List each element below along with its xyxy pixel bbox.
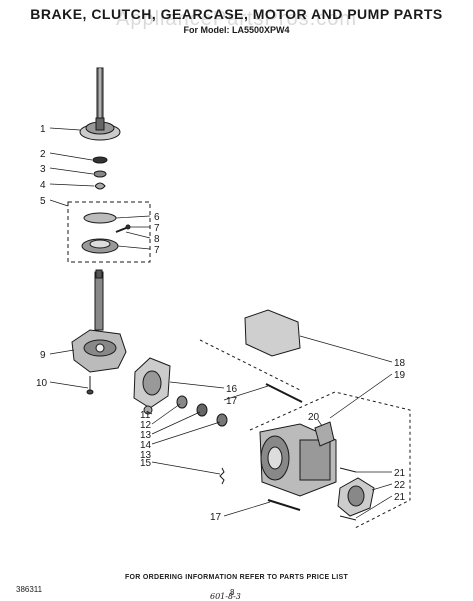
callout-label: 13 xyxy=(140,430,152,441)
cam-part xyxy=(79,117,121,141)
document-number: 386311 xyxy=(16,585,43,594)
callout-label: 6 xyxy=(154,212,160,223)
callout-label: 17 xyxy=(210,512,222,523)
callout-label: 21 xyxy=(394,492,406,503)
callout-label: 19 xyxy=(394,370,406,381)
callout-label: 8 xyxy=(154,234,160,245)
callout-label: 10 xyxy=(36,378,48,389)
callout-label: 5 xyxy=(40,196,46,207)
bolt-part xyxy=(86,376,94,395)
callout-label: 9 xyxy=(40,350,46,361)
callout-label: 4 xyxy=(40,180,46,191)
washer-part xyxy=(176,395,188,409)
washer-part xyxy=(92,156,108,164)
ordering-info: FOR ORDERING INFORMATION REFER TO PARTS … xyxy=(124,574,349,581)
callout-label: 13 xyxy=(140,450,152,461)
bearing-part xyxy=(196,403,208,417)
callout-label: 1 xyxy=(40,124,46,135)
retaining-ring-part xyxy=(94,182,106,190)
callout-label: 7 xyxy=(154,223,160,234)
callout-label: 3 xyxy=(40,164,46,175)
callout-label: 12 xyxy=(140,420,152,431)
pump-part xyxy=(337,477,375,517)
screw-part xyxy=(339,515,357,521)
callout-label: 22 xyxy=(394,480,406,491)
pump-plate-part xyxy=(133,357,171,409)
callout-label: 2 xyxy=(40,149,46,160)
callout-label: 16 xyxy=(226,384,238,395)
motor-assembly-box xyxy=(249,391,411,529)
drive-shaft xyxy=(94,269,104,331)
callout-label: 7 xyxy=(154,245,160,256)
rod-part xyxy=(265,383,303,403)
leader-lines xyxy=(49,127,393,519)
motor-part xyxy=(259,423,337,497)
gasket-part xyxy=(244,309,301,357)
watermark: AppliancePartsPros.com xyxy=(116,8,357,30)
rod-part xyxy=(267,499,301,511)
page-number: 8 xyxy=(230,588,235,597)
washer-part xyxy=(143,405,153,415)
brake-assembly-box xyxy=(67,201,151,263)
model-subtitle: For Model: LA5500XPW4 xyxy=(183,25,290,35)
alignment-line xyxy=(199,339,301,391)
callout-label: 15 xyxy=(140,458,152,469)
screw-part xyxy=(339,467,357,473)
page-title: BRAKE, CLUTCH, GEARCASE, MOTOR AND PUMP … xyxy=(30,6,443,22)
callout-label: 21 xyxy=(394,468,406,479)
callout-labels: 1 2 3 4 5 6 7 8 7 9 10 11 12 13 14 13 15… xyxy=(36,124,406,523)
switch-part xyxy=(314,421,335,447)
callout-label: 14 xyxy=(140,440,152,451)
callout-label: 11 xyxy=(140,410,151,421)
callout-label: 18 xyxy=(394,358,406,369)
callout-label: 20 xyxy=(308,412,320,423)
gearcase-part xyxy=(71,329,127,373)
spring-part xyxy=(219,467,225,485)
handwritten-note: 601-8-3 xyxy=(210,592,241,601)
callout-label: 17 xyxy=(226,396,238,407)
bearing-part xyxy=(216,413,228,427)
washer-part xyxy=(93,170,107,178)
